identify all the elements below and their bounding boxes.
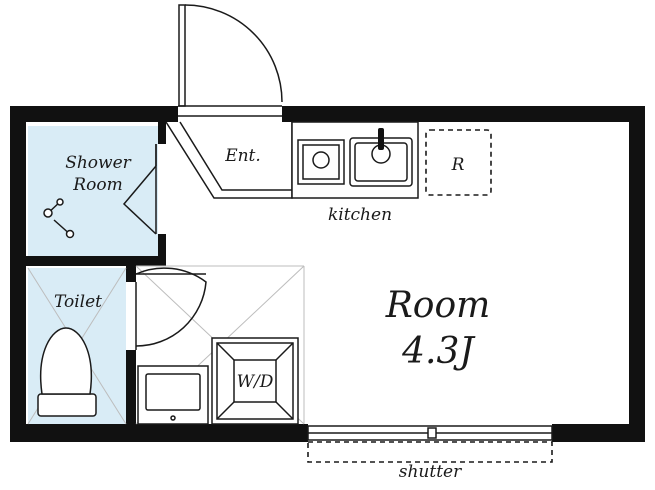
shutter-label: shutter	[399, 462, 462, 482]
shower-room-floor	[28, 126, 158, 256]
shutter-outline	[307, 441, 553, 463]
outer-walls	[10, 106, 645, 442]
shower-faucet-icon	[43, 198, 75, 239]
shower-label-line2: Room	[72, 175, 122, 195]
shower-door[interactable]	[122, 144, 157, 235]
wash-basin-icon	[137, 365, 209, 425]
toilet-icon	[37, 327, 97, 417]
washer-label: W/D	[237, 372, 274, 392]
washer-space	[211, 337, 299, 425]
refrigerator-space	[425, 129, 492, 196]
shower-label-line1: Shower	[65, 153, 131, 173]
refrigerator-label: R	[451, 155, 465, 175]
toilet-label: Toilet	[54, 292, 102, 312]
kitchen-counter	[291, 121, 419, 199]
window[interactable]	[307, 425, 553, 441]
kitchen-label: kitchen	[328, 205, 392, 225]
entrance-label: Ent.	[224, 146, 261, 166]
room-size-label: 4.3J	[401, 331, 476, 372]
interior-walls	[26, 122, 166, 424]
toilet-door[interactable]	[135, 267, 207, 350]
entrance-door[interactable]	[178, 4, 283, 107]
room-name-label: Room	[385, 285, 491, 326]
